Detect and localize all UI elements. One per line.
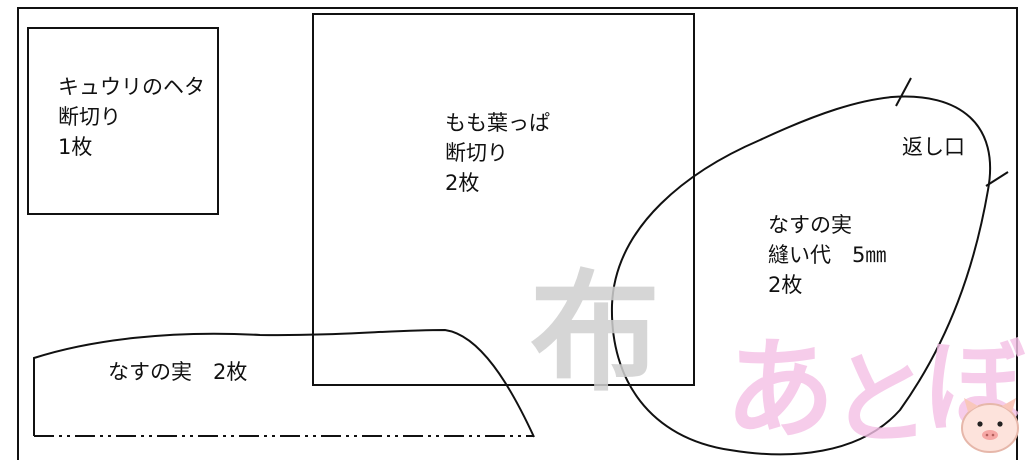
peach-leaf-count: 2枚 <box>445 171 480 195</box>
peach-leaf-label: もも葉っぱ 断切り 2枚 <box>445 108 550 198</box>
watermark-char-1: 布 <box>530 256 661 409</box>
pig-mascot-icon <box>961 398 1019 453</box>
cucumber-calyx-count: 1枚 <box>58 135 93 159</box>
cucumber-calyx-name: キュウリのヘタ <box>58 75 205 99</box>
eggplant-strip-label: なすの実 2枚 <box>108 360 248 384</box>
eggplant-strip-outline <box>33 328 535 438</box>
watermark-char-2: あ <box>725 325 835 454</box>
return-opening-mark-top <box>895 77 912 107</box>
cucumber-calyx-cut: 断切り <box>58 105 121 129</box>
eggplant-fruit-seam: 縫い代 5㎜ <box>768 243 887 267</box>
sheet-border <box>17 7 1018 460</box>
peach-leaf-outline <box>312 13 695 386</box>
return-opening-mark-bottom <box>985 171 1009 187</box>
eggplant-fruit-count: 2枚 <box>768 273 803 297</box>
peach-leaf-cut: 断切り <box>445 141 508 165</box>
cucumber-calyx-label: キュウリのヘタ 断切り 1枚 <box>58 72 205 162</box>
return-opening-label: 返し口 <box>902 135 965 159</box>
eggplant-fruit-name: なすの実 <box>768 213 852 237</box>
peach-leaf-name: もも葉っぱ <box>445 111 550 135</box>
eggplant-fruit-label: なすの実 縫い代 5㎜ 2枚 <box>768 210 886 300</box>
eggplant-fruit-outline <box>610 95 992 456</box>
watermark-char-3: と <box>830 340 930 458</box>
cucumber-calyx-outline <box>27 27 219 215</box>
